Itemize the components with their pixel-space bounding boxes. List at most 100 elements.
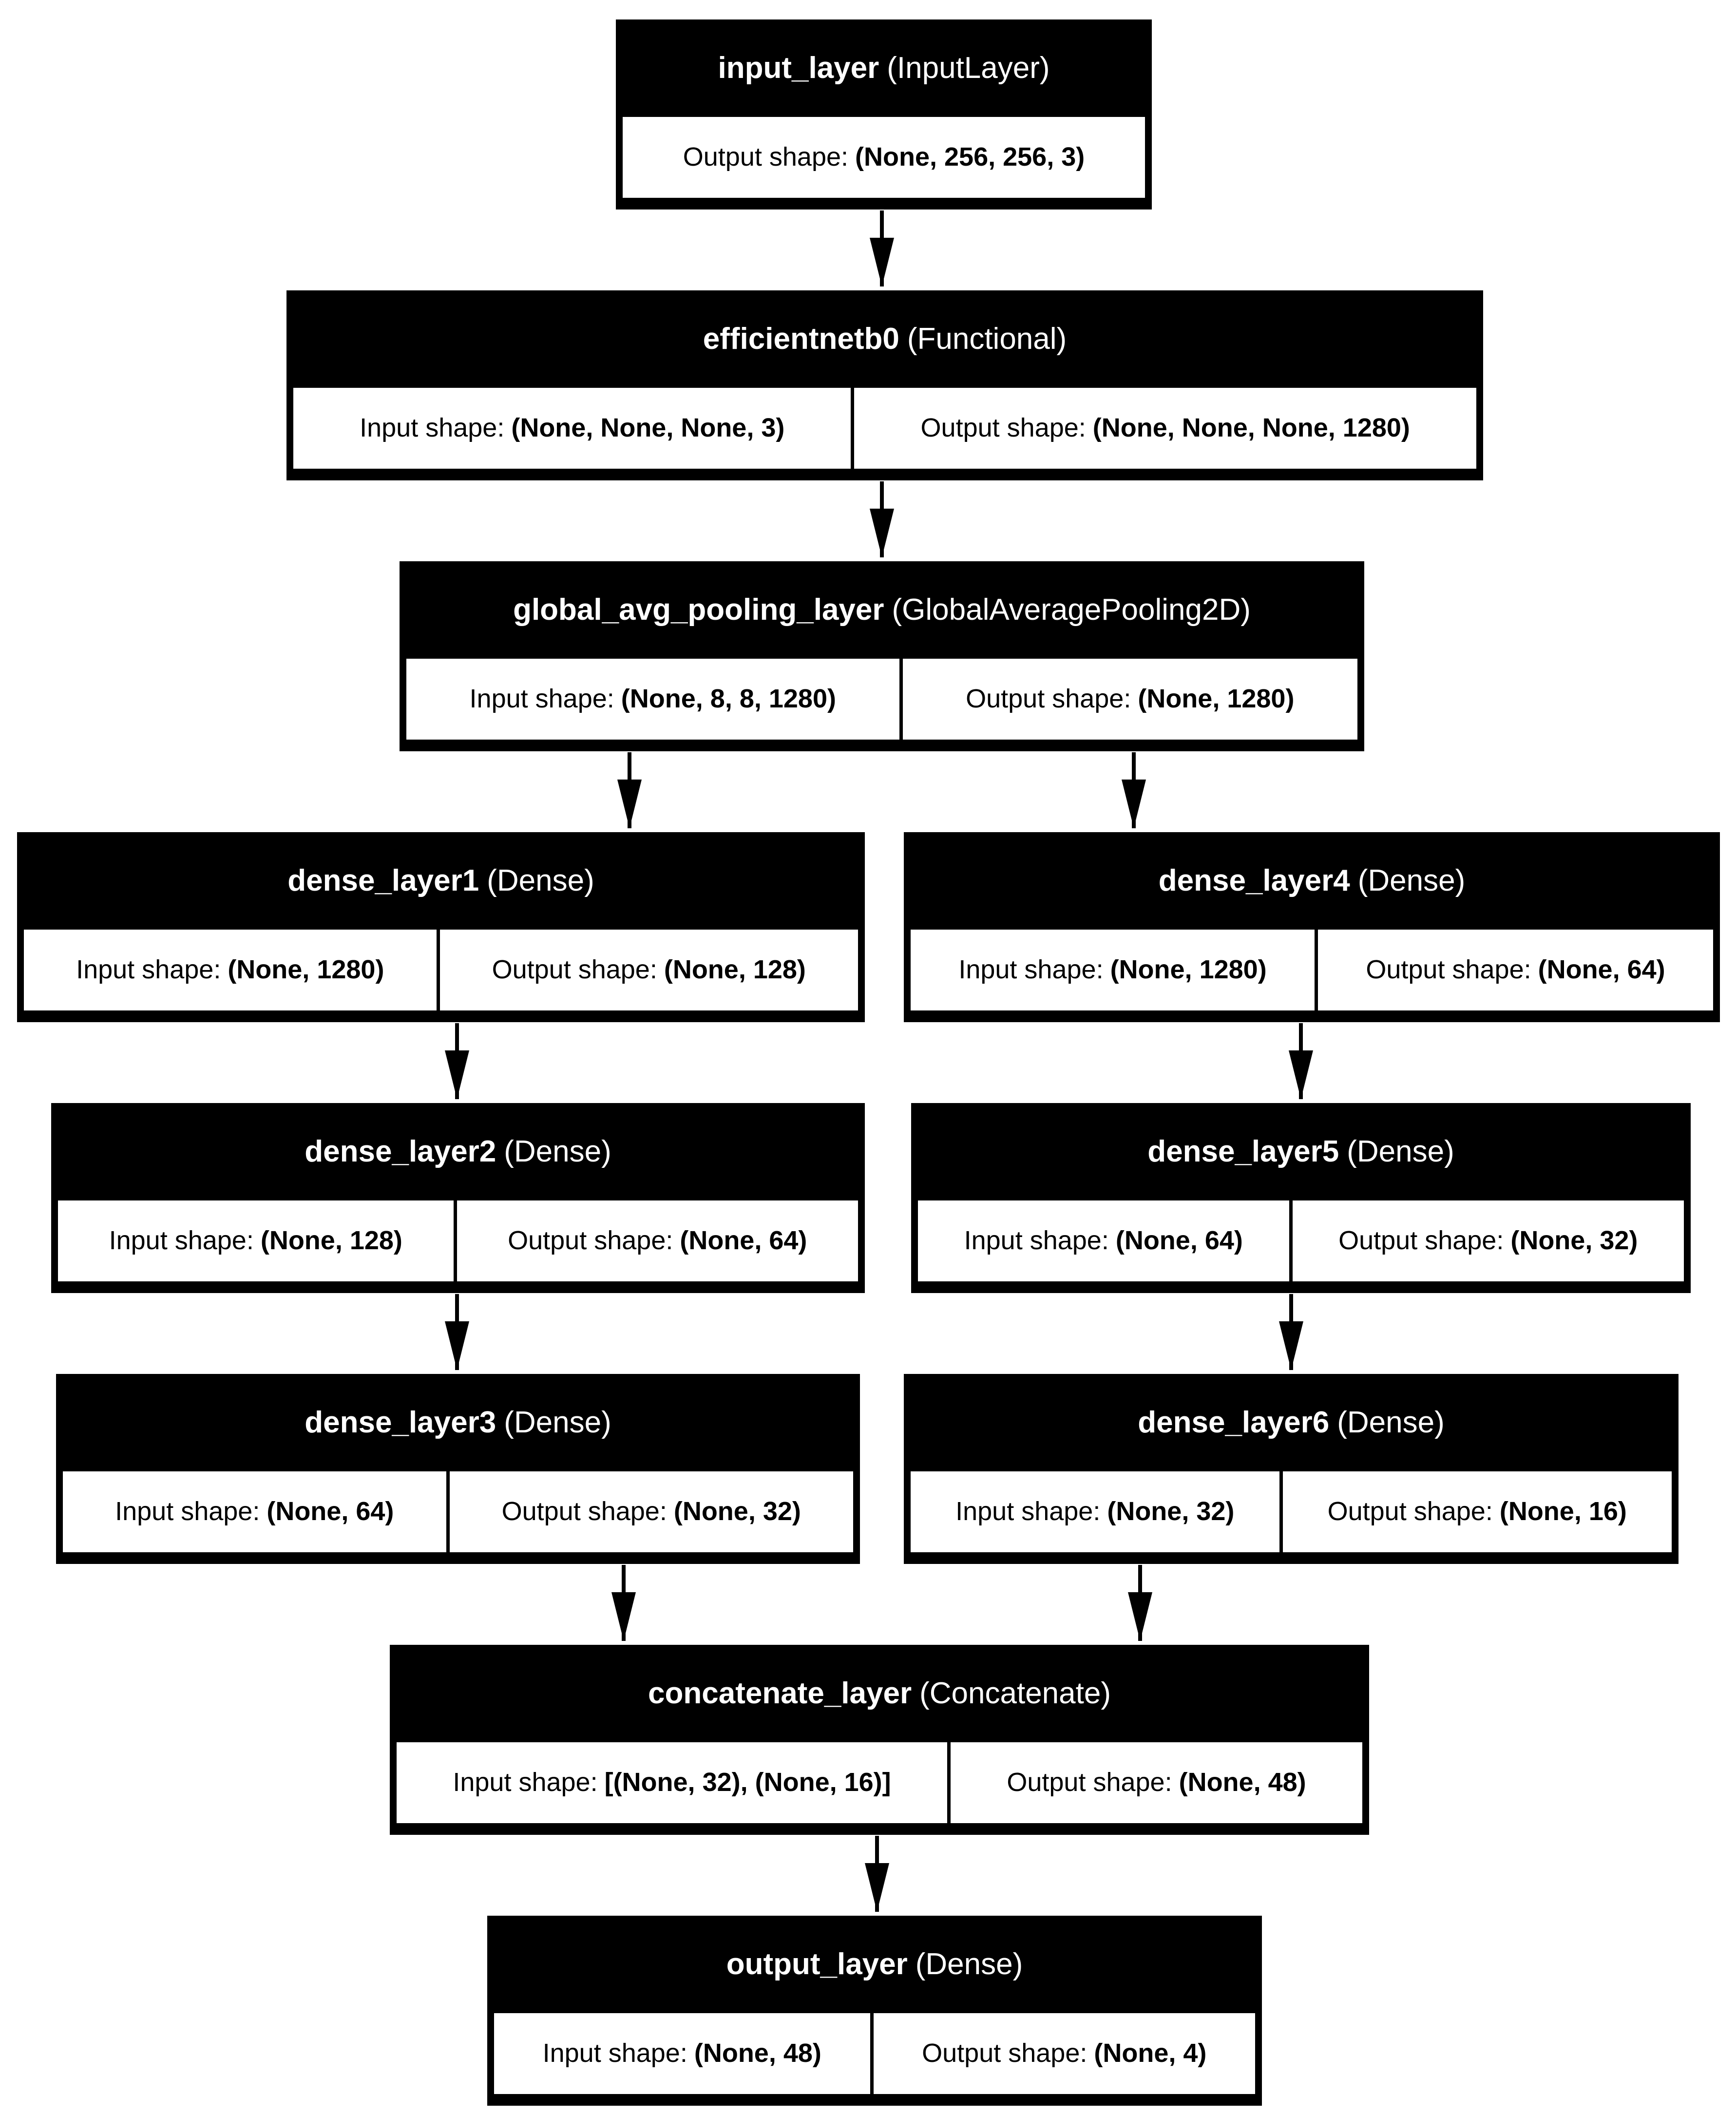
output-shape-label: Output shape: bbox=[1327, 1497, 1493, 1526]
layer-name: output_layer bbox=[726, 1947, 908, 1981]
output-shape-cell: Output shape: (None, 1280) bbox=[902, 659, 1358, 740]
output-shape-label: Output shape: bbox=[922, 2038, 1087, 2068]
layer-type: (Dense) bbox=[504, 1134, 611, 1168]
layer-name: dense_layer2 bbox=[305, 1134, 496, 1168]
input-shape-cell: Input shape: (None, None, None, 3) bbox=[293, 388, 851, 469]
node-body: Input shape: (None, 1280) Output shape: … bbox=[17, 930, 865, 1022]
input-shape-cell: Input shape: (None, 48) bbox=[494, 2013, 870, 2094]
output-shape-cell: Output shape: (None, 32) bbox=[449, 1471, 853, 1552]
layer-type: (Dense) bbox=[487, 863, 594, 897]
input-shape-cell: Input shape: [(None, 32), (None, 16)] bbox=[397, 1742, 947, 1823]
output-shape-label: Output shape: bbox=[501, 1497, 667, 1526]
node-concatenate-layer: concatenate_layer (Concatenate) Input sh… bbox=[390, 1645, 1369, 1835]
input-shape-label: Input shape: bbox=[955, 1497, 1101, 1526]
node-body: Output shape: (None, 256, 256, 3) bbox=[616, 117, 1152, 209]
node-header: global_avg_pooling_layer (GlobalAverageP… bbox=[400, 561, 1364, 659]
input-shape-value: (None, None, None, 3) bbox=[511, 413, 785, 443]
layer-name: dense_layer1 bbox=[287, 863, 479, 897]
output-shape-value: (None, 128) bbox=[664, 955, 806, 985]
node-body: Input shape: (None, 48) Output shape: (N… bbox=[487, 2013, 1262, 2106]
output-shape-value: (None, 4) bbox=[1094, 2038, 1207, 2068]
node-body: Input shape: (None, 8, 8, 1280) Output s… bbox=[400, 659, 1364, 751]
layer-type: (Dense) bbox=[504, 1405, 611, 1439]
layer-name: input_layer bbox=[718, 51, 879, 85]
input-shape-cell: Input shape: (None, 1280) bbox=[24, 930, 437, 1010]
node-body: Input shape: (None, 64) Output shape: (N… bbox=[911, 1200, 1691, 1293]
input-shape-value: (None, 1280) bbox=[1110, 955, 1267, 985]
input-shape-value: (None, 8, 8, 1280) bbox=[621, 684, 836, 714]
input-shape-label: Input shape: bbox=[76, 955, 221, 985]
output-shape-cell: Output shape: (None, 64) bbox=[457, 1200, 858, 1281]
input-shape-cell: Input shape: (None, 32) bbox=[911, 1471, 1279, 1552]
layer-name: efficientnetb0 bbox=[703, 322, 899, 356]
node-body: Input shape: (None, 128) Output shape: (… bbox=[51, 1200, 865, 1293]
output-shape-cell: Output shape: (None, 48) bbox=[951, 1742, 1362, 1823]
output-shape-value: (None, 16) bbox=[1499, 1497, 1627, 1526]
node-header: dense_layer1 (Dense) bbox=[17, 832, 865, 930]
node-body: Input shape: [(None, 32), (None, 16)] Ou… bbox=[390, 1742, 1369, 1835]
node-efficientnetb0: efficientnetb0 (Functional) Input shape:… bbox=[286, 290, 1483, 480]
node-header: concatenate_layer (Concatenate) bbox=[390, 1645, 1369, 1742]
node-input-layer: input_layer (InputLayer) Output shape: (… bbox=[616, 19, 1152, 209]
node-header: dense_layer2 (Dense) bbox=[51, 1103, 865, 1200]
output-shape-cell: Output shape: (None, None, None, 1280) bbox=[854, 388, 1477, 469]
input-shape-label: Input shape: bbox=[958, 955, 1104, 985]
input-shape-label: Input shape: bbox=[542, 2038, 687, 2068]
output-shape-value: (None, 32) bbox=[673, 1497, 801, 1526]
output-shape-label: Output shape: bbox=[508, 1226, 673, 1256]
layer-type: (Dense) bbox=[1357, 863, 1466, 897]
node-global-avg-pooling-layer: global_avg_pooling_layer (GlobalAverageP… bbox=[400, 561, 1364, 751]
output-shape-cell: Output shape: (None, 256, 256, 3) bbox=[623, 117, 1145, 198]
output-shape-cell: Output shape: (None, 64) bbox=[1318, 930, 1713, 1010]
layer-type: (Functional) bbox=[907, 322, 1067, 356]
input-shape-label: Input shape: bbox=[115, 1497, 260, 1526]
output-shape-value: (None, 64) bbox=[680, 1226, 807, 1256]
layer-name: global_avg_pooling_layer bbox=[513, 592, 884, 627]
input-shape-value: (None, 128) bbox=[260, 1226, 402, 1256]
output-shape-cell: Output shape: (None, 4) bbox=[873, 2013, 1255, 2094]
input-shape-label: Input shape: bbox=[109, 1226, 254, 1256]
output-shape-value: (None, 256, 256, 3) bbox=[855, 142, 1085, 172]
node-dense-layer1: dense_layer1 (Dense) Input shape: (None,… bbox=[17, 832, 865, 1022]
output-shape-label: Output shape: bbox=[683, 142, 849, 172]
output-shape-value: (None, 1280) bbox=[1138, 684, 1295, 714]
node-dense-layer4: dense_layer4 (Dense) Input shape: (None,… bbox=[904, 832, 1720, 1022]
node-header: efficientnetb0 (Functional) bbox=[286, 290, 1483, 388]
node-header: output_layer (Dense) bbox=[487, 1916, 1262, 2013]
input-shape-value: (None, 64) bbox=[1115, 1226, 1243, 1256]
input-shape-label: Input shape: bbox=[469, 684, 614, 714]
input-shape-label: Input shape: bbox=[964, 1226, 1109, 1256]
layer-type: (Dense) bbox=[915, 1947, 1023, 1981]
node-header: dense_layer3 (Dense) bbox=[56, 1374, 860, 1471]
output-shape-label: Output shape: bbox=[1338, 1226, 1504, 1256]
output-shape-value: (None, 64) bbox=[1538, 955, 1665, 985]
node-header: dense_layer5 (Dense) bbox=[911, 1103, 1691, 1200]
node-body: Input shape: (None, 64) Output shape: (N… bbox=[56, 1471, 860, 1564]
layer-name: dense_layer5 bbox=[1147, 1134, 1339, 1168]
layer-type: (Dense) bbox=[1337, 1405, 1445, 1439]
output-shape-label: Output shape: bbox=[1007, 1768, 1172, 1797]
input-shape-cell: Input shape: (None, 64) bbox=[918, 1200, 1289, 1281]
input-shape-label: Input shape: bbox=[453, 1768, 598, 1797]
output-shape-value: (None, None, None, 1280) bbox=[1092, 413, 1410, 443]
node-header: dense_layer4 (Dense) bbox=[904, 832, 1720, 930]
input-shape-label: Input shape: bbox=[360, 413, 505, 443]
output-shape-value: (None, 32) bbox=[1510, 1226, 1638, 1256]
output-shape-label: Output shape: bbox=[966, 684, 1131, 714]
node-output-layer: output_layer (Dense) Input shape: (None,… bbox=[487, 1916, 1262, 2106]
output-shape-label: Output shape: bbox=[492, 955, 657, 985]
layer-name: dense_layer4 bbox=[1158, 863, 1350, 897]
output-shape-label: Output shape: bbox=[1366, 955, 1531, 985]
output-shape-cell: Output shape: (None, 32) bbox=[1292, 1200, 1684, 1281]
node-body: Input shape: (None, 1280) Output shape: … bbox=[904, 930, 1720, 1022]
layer-type: (GlobalAveragePooling2D) bbox=[892, 592, 1251, 627]
node-dense-layer2: dense_layer2 (Dense) Input shape: (None,… bbox=[51, 1103, 865, 1293]
input-shape-cell: Input shape: (None, 8, 8, 1280) bbox=[406, 659, 899, 740]
node-dense-layer3: dense_layer3 (Dense) Input shape: (None,… bbox=[56, 1374, 860, 1564]
input-shape-value: (None, 1280) bbox=[228, 955, 384, 985]
node-body: Input shape: (None, None, None, 3) Outpu… bbox=[286, 388, 1483, 480]
input-shape-value: [(None, 32), (None, 16)] bbox=[604, 1768, 891, 1797]
layer-type: (InputLayer) bbox=[887, 51, 1050, 85]
